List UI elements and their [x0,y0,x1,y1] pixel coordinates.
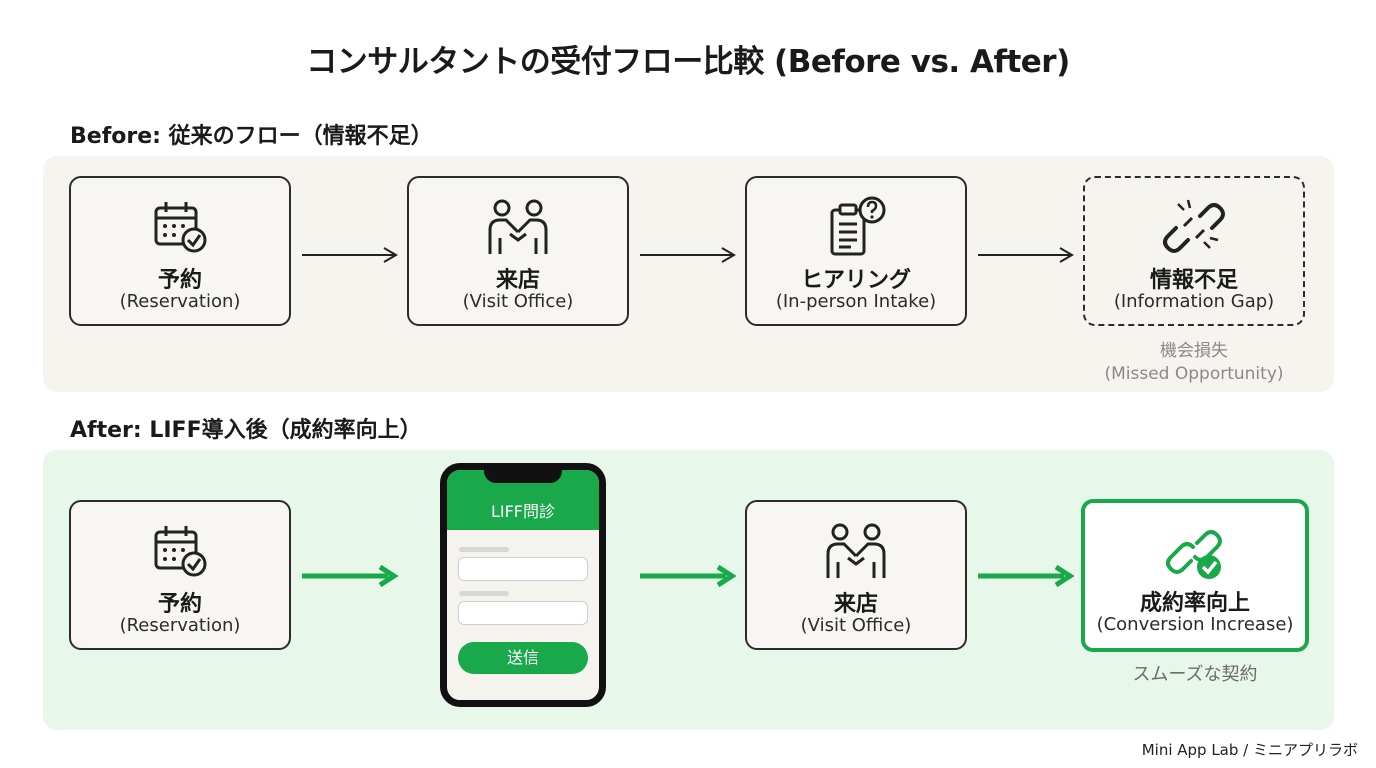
after-step-visit: 来店 (Visit Office) [745,500,967,650]
step-subtitle: (In-person Intake) [775,291,937,312]
before-step-visit: 来店 (Visit Office) [407,176,629,326]
step-subtitle: (Reservation) [119,291,241,312]
step-subtitle: (Visit Office) [462,291,574,312]
before-section-label: Before: 従来のフロー（情報不足） [70,124,433,149]
after-arrow-1 [302,564,399,588]
missed-opportunity-note: 機会損失 (Missed Opportunity) [1083,340,1305,386]
clipboard-question-icon [830,196,886,256]
phone-notch [484,470,562,483]
before-step-reservation: 予約 (Reservation) [69,176,291,326]
liff-phone-mockup: LIFF問診 送信 [440,463,606,707]
step-title: 予約 [157,592,202,617]
step-title: 来店 [833,592,878,617]
step-title: 予約 [157,268,202,293]
note-en: (Missed Opportunity) [1104,364,1284,384]
step-title: ヒアリング [800,268,911,293]
note-jp: 機会損失 [1160,341,1228,361]
form-input-1[interactable] [458,557,588,581]
submit-button[interactable]: 送信 [458,642,588,674]
step-subtitle: (Reservation) [119,615,241,636]
form-input-2[interactable] [458,601,588,625]
calendar-check-icon [154,526,207,577]
step-title: 情報不足 [1149,268,1238,293]
step-title: 来店 [495,268,540,293]
smooth-contract-note: スムーズな契約 [1132,664,1258,685]
field-label-placeholder [459,591,509,596]
handshake-icon [488,199,548,254]
after-arrow-2 [640,564,737,588]
step-title: 成約率向上 [1139,591,1250,616]
before-arrow-3 [978,247,1074,263]
before-arrow-2 [640,247,736,263]
before-step-intake: ヒアリング (In-person Intake) [745,176,967,326]
page-title: コンサルタントの受付フロー比較 (Before vs. After) [306,44,1070,80]
after-step-conversion: 成約率向上 (Conversion Increase) [1081,499,1309,652]
step-subtitle: (Conversion Increase) [1096,614,1294,635]
broken-link-icon [1163,199,1225,253]
handshake-icon [826,523,886,578]
step-subtitle: (Information Gap) [1113,291,1275,312]
calendar-check-icon [154,202,207,253]
after-section-label: After: LIFF導入後（成約率向上） [70,418,422,443]
link-check-icon [1166,530,1222,579]
after-step-reservation: 予約 (Reservation) [69,500,291,650]
field-label-placeholder [459,547,509,552]
step-subtitle: (Visit Office) [800,615,912,636]
before-step-information-gap: 情報不足 (Information Gap) [1083,176,1305,326]
before-arrow-1 [302,247,398,263]
footer-credit: Mini App Lab / ミニアプリラボ [1141,741,1358,759]
after-arrow-3 [978,564,1075,588]
